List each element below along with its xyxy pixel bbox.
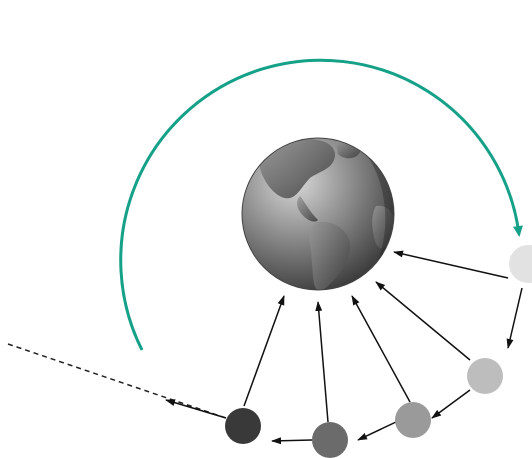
escape-path-dashed-line <box>7 343 227 419</box>
moon-position-1 <box>509 245 532 283</box>
motion-arrows <box>271 287 523 445</box>
gravity-arrow-4 <box>315 301 329 423</box>
moon-position-3 <box>395 402 431 438</box>
motion-arrow-1 <box>506 287 523 349</box>
moon-positions <box>225 245 532 458</box>
gravity-arrow-5 <box>243 295 285 407</box>
gravity-arrow-1 <box>393 250 509 279</box>
motion-arrow-3 <box>357 421 397 441</box>
moon-position-4 <box>312 422 348 458</box>
gravity-arrow-2 <box>375 281 471 361</box>
earth-globe-icon <box>241 137 395 291</box>
moon-position-5 <box>225 408 261 444</box>
gravity-arrows <box>243 250 509 423</box>
orbit-arc-arrow <box>119 58 523 351</box>
gravity-arrow-3 <box>351 295 411 403</box>
motion-arrow-4 <box>271 437 313 445</box>
motion-arrow-2 <box>431 389 471 419</box>
escape-path-arrow <box>165 399 227 419</box>
moon-position-2 <box>467 358 503 394</box>
